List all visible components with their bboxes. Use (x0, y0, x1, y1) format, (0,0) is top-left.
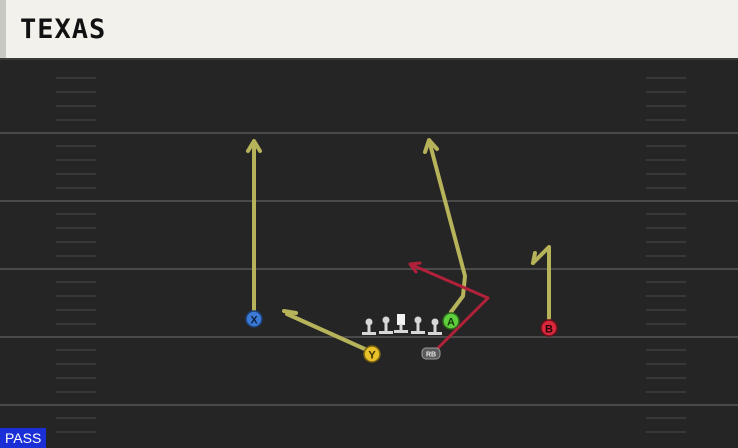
player-rb-label: RB (426, 352, 436, 359)
play-header: TEXAS (0, 0, 738, 60)
player-rb[interactable]: RB (421, 347, 441, 360)
play-title: TEXAS (20, 14, 107, 45)
player-b[interactable]: B (540, 319, 558, 337)
player-y-label: Y (368, 350, 376, 362)
play-field[interactable]: X Y A B RB (0, 60, 738, 448)
b-route (531, 245, 551, 320)
lineman-icon (411, 316, 425, 334)
play-diagram: X Y A B RB (0, 77, 738, 433)
player-b-label: B (545, 324, 553, 336)
player-a[interactable]: A (442, 312, 460, 330)
yard-lines (0, 132, 738, 406)
lineman-icon (428, 318, 442, 335)
player-x-label: X (250, 315, 258, 327)
lineman-icon (379, 316, 393, 334)
lineman-icon (362, 318, 376, 335)
player-a-label: A (447, 317, 455, 329)
play-type-badge: PASS (0, 428, 47, 448)
y-route (282, 309, 369, 352)
x-route (246, 139, 262, 314)
hash-marks-right (646, 77, 686, 433)
offensive-line (362, 314, 442, 335)
hash-marks-left (56, 77, 96, 433)
player-y[interactable]: Y (363, 345, 381, 363)
rb-route (408, 261, 490, 351)
player-x[interactable]: X (245, 310, 263, 328)
center-icon (394, 314, 408, 333)
